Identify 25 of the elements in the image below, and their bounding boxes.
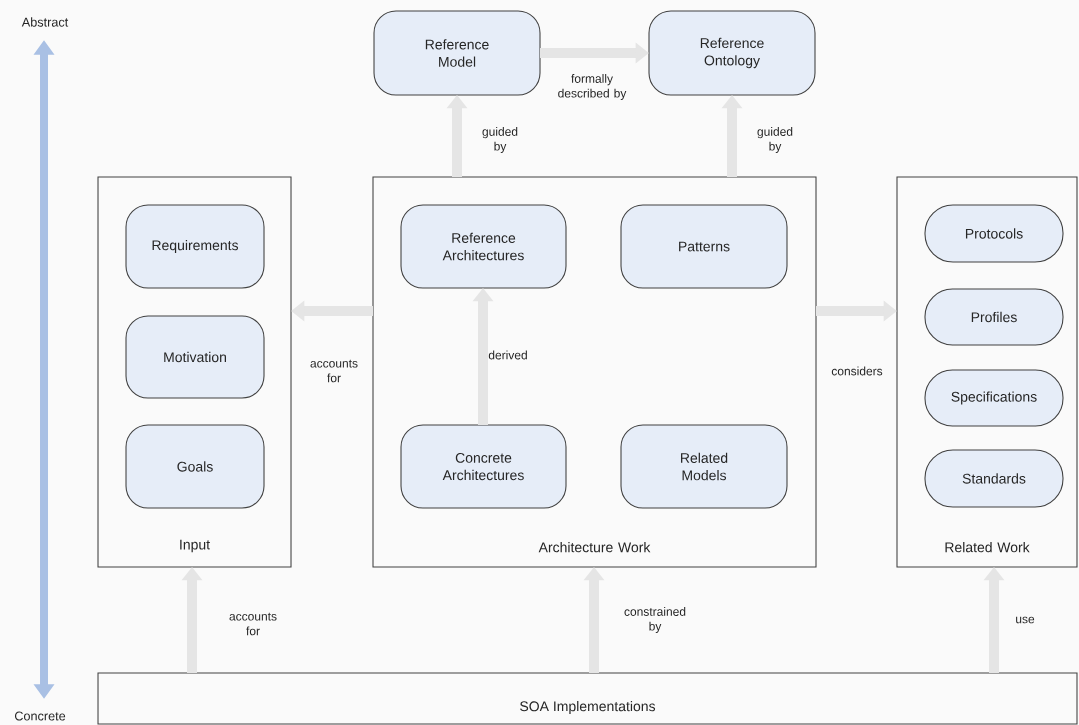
- rounded-box: Motivation: [125, 315, 265, 399]
- rounded-box: Related Models: [620, 424, 788, 509]
- edge-label: considers: [831, 366, 883, 376]
- pill-box: Standards: [924, 449, 1064, 508]
- edge-label: formally described by: [558, 74, 627, 100]
- rounded-box: Reference Architectures: [400, 204, 567, 289]
- axis-label: Concrete: [14, 711, 66, 721]
- edge-label: constrained by: [624, 607, 686, 633]
- axis-label: Abstract: [21, 17, 69, 27]
- edge-label: accounts for: [229, 612, 277, 636]
- rounded-box: Requirements: [125, 204, 265, 289]
- pill-box: Specifications: [924, 369, 1064, 427]
- edge-label: use: [1016, 616, 1035, 624]
- implementation-bar: SOA Implementations: [97, 672, 1078, 725]
- rounded-box: Patterns: [620, 204, 788, 289]
- pill-box: Profiles: [924, 288, 1064, 346]
- edge-label: guided by: [482, 127, 518, 153]
- pill-box: Protocols: [924, 204, 1064, 263]
- edge-label: accounts for: [310, 359, 358, 383]
- edge-label: derived: [488, 350, 527, 360]
- edge-label: guided by: [757, 127, 793, 153]
- rounded-box: Concrete Architectures: [400, 424, 567, 509]
- rounded-box: Goals: [125, 424, 265, 509]
- rounded-box: Reference Ontology: [648, 10, 816, 96]
- rounded-box: Reference Model: [373, 10, 541, 96]
